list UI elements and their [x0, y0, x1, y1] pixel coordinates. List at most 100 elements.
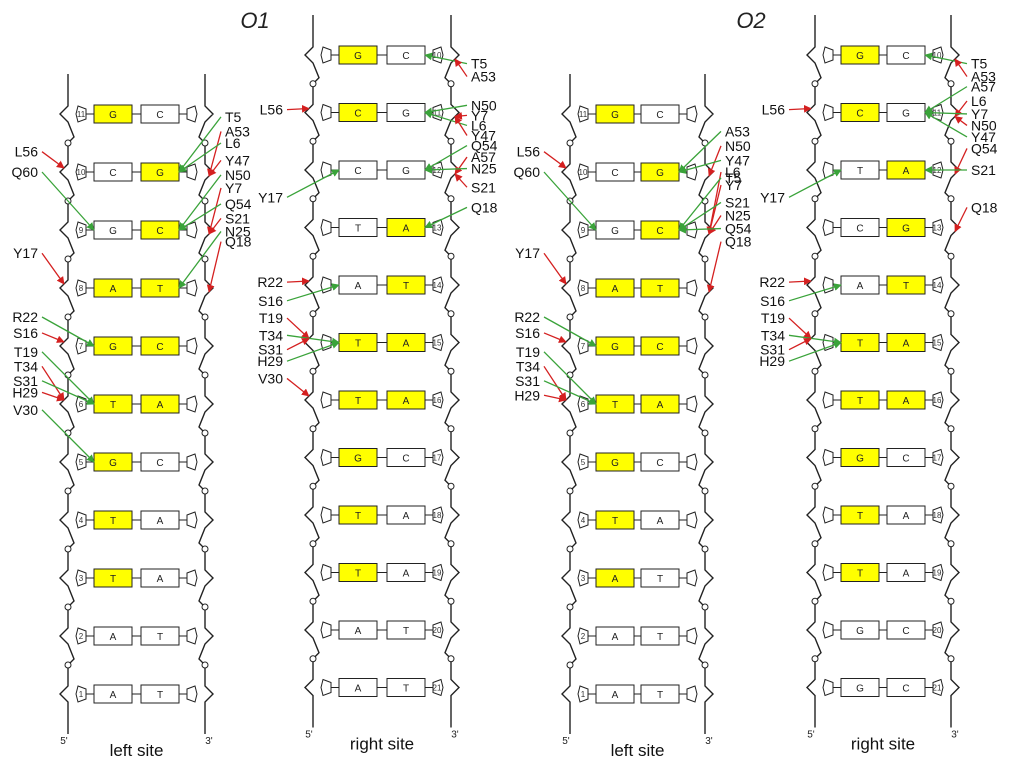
base-letter: A [612, 690, 619, 701]
green-contact-arrow [286, 169, 340, 198]
sugar-left [320, 276, 332, 294]
base-letter: A [110, 284, 117, 295]
nucleotide-number: 1 [581, 690, 586, 699]
green-contact-arrow [543, 316, 597, 347]
base-letter: T [110, 574, 116, 585]
base-letter: A [657, 516, 664, 527]
green-contact-arrow [424, 110, 468, 127]
green-contact-arrow [178, 174, 222, 231]
phosphate-node [309, 310, 317, 318]
nucleotide-number: 6 [581, 400, 586, 409]
nucleotide-number: 18 [433, 511, 442, 520]
residue-label: R22 [12, 309, 38, 325]
sugar-left [822, 506, 834, 524]
residue-label: S31 [258, 342, 283, 358]
base-letter: A [403, 224, 410, 235]
residue-label: L56 [15, 144, 39, 160]
base-letter: T [657, 690, 663, 701]
residue-label: Y7 [471, 107, 488, 123]
phosphate-node [811, 425, 819, 433]
phosphate-node [201, 255, 209, 263]
green-contact-arrow [543, 351, 597, 405]
base-letter: C [611, 168, 618, 179]
residue-label: A57 [471, 149, 496, 165]
residue-label: L56 [260, 102, 284, 118]
nucleotide-number: 5 [581, 458, 586, 467]
residue-label: T19 [14, 344, 38, 360]
residue-label: Q18 [471, 199, 498, 215]
residue-label: H29 [759, 353, 785, 369]
sugar-left [320, 621, 332, 639]
red-contact-arrow [708, 215, 722, 235]
nucleotide-number: 2 [581, 632, 586, 641]
base-letter: G [402, 109, 410, 120]
base-letter: G [156, 168, 164, 179]
sugar-right [932, 276, 944, 294]
residue-label: Y17 [760, 189, 785, 205]
base-letter: A [903, 339, 910, 350]
sugar-right [686, 685, 698, 703]
sugar-right [432, 391, 444, 409]
green-contact-arrow [41, 351, 95, 405]
nucleotide-number: 9 [79, 226, 84, 235]
sugar-left [75, 453, 87, 471]
sugar-left [822, 276, 834, 294]
phosphate-node [811, 137, 819, 145]
phosphate-node [701, 545, 709, 553]
sugar-right [186, 453, 198, 471]
nucleotide-number: 11 [433, 109, 442, 118]
phosphate-node [701, 313, 709, 321]
red-contact-arrow [954, 58, 968, 77]
red-contact-arrow [954, 115, 968, 126]
residue-label: H29 [514, 387, 540, 403]
site-label: right site [851, 735, 915, 754]
residue-label: T34 [14, 358, 38, 374]
red-contact-arrow [286, 104, 310, 113]
phosphate-node [947, 540, 955, 548]
base-letter: G [611, 458, 619, 469]
phosphate-node [947, 482, 955, 490]
base-letter: A [403, 339, 410, 350]
nucleotide-number: 3 [79, 574, 84, 583]
red-contact-arrow [788, 337, 812, 351]
phosphate-node [701, 603, 709, 611]
residue-label: Q18 [725, 234, 752, 250]
base-letter: A [157, 400, 164, 411]
residue-label: R22 [759, 274, 785, 290]
phosphate-node [447, 425, 455, 433]
base-letter: T [157, 690, 163, 701]
sugar-left [577, 453, 589, 471]
sugar-left [822, 46, 834, 64]
nucleotide-number: 2 [79, 632, 84, 641]
red-contact-arrow [286, 337, 310, 351]
green-contact-arrow [41, 316, 95, 347]
phosphate-node [566, 661, 574, 669]
sugar-left [320, 678, 332, 697]
base-letter: C [156, 342, 163, 353]
nucleotide-number: 8 [581, 284, 586, 293]
sugar-right [932, 448, 944, 467]
base-letter: C [156, 226, 163, 237]
title-o1: O1 [240, 8, 269, 33]
sugar-right [686, 395, 698, 413]
phosphate-node [947, 195, 955, 203]
phosphate-node [701, 661, 709, 669]
nucleotide-number: 4 [79, 516, 84, 525]
nucleotide-number: 10 [933, 51, 942, 60]
red-contact-arrow [543, 252, 567, 285]
residue-label: Q54 [725, 221, 752, 237]
nucleotide-number: 15 [433, 339, 442, 348]
phosphate-node [447, 252, 455, 260]
sugar-right [432, 218, 444, 237]
end-5prime: 5' [807, 730, 815, 741]
base-letter: T [157, 284, 163, 295]
residue-label: N25 [225, 223, 251, 239]
nucleotide-number: 4 [581, 516, 586, 525]
sugar-left [822, 678, 834, 697]
green-contact-arrow [424, 206, 468, 229]
phosphate-node [811, 597, 819, 605]
phosphate-node [701, 371, 709, 379]
base-letter: T [110, 516, 116, 527]
red-contact-arrow [706, 241, 722, 293]
residue-label: T34 [516, 358, 540, 374]
